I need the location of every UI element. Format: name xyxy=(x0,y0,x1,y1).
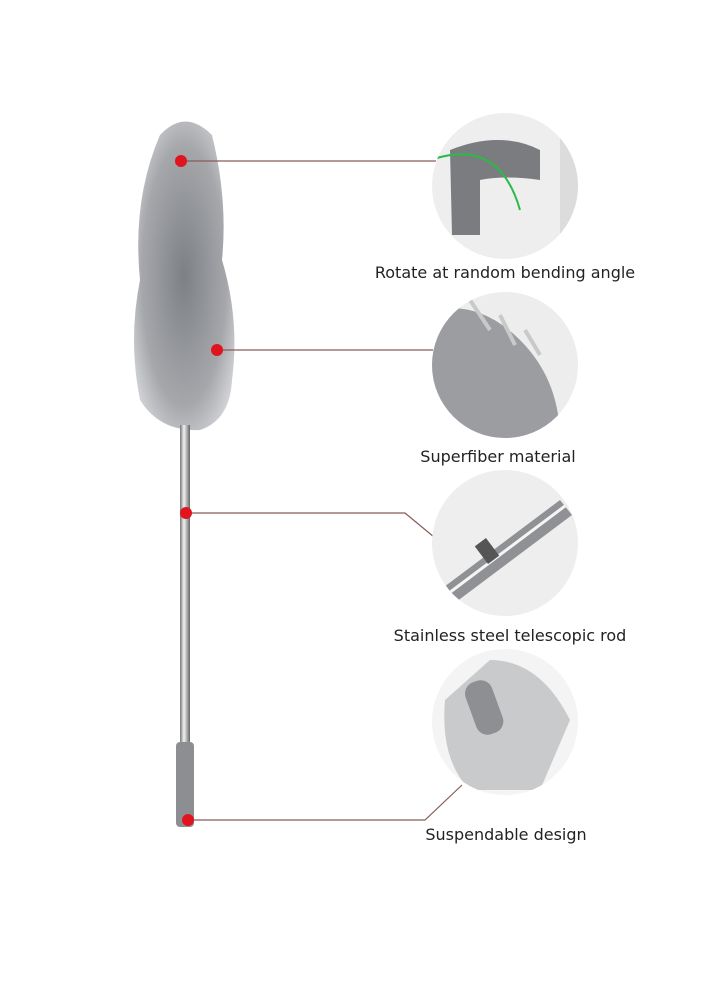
callout-dot xyxy=(180,507,192,519)
callout-dots xyxy=(175,155,223,826)
detail-photo-hanging-hole xyxy=(432,649,578,795)
callout-dot xyxy=(182,814,194,826)
duster-head xyxy=(134,121,235,431)
feature-label-rotate: Rotate at random bending angle xyxy=(374,263,636,282)
detail-photo-rotate xyxy=(432,113,578,259)
handle-grip xyxy=(176,742,194,827)
feature-label-suspendable: Suspendable design xyxy=(425,825,587,844)
detail-photo-microfiber xyxy=(432,292,578,438)
callout-dot xyxy=(175,155,187,167)
callout-dot xyxy=(211,344,223,356)
detail-photo-rod xyxy=(432,470,578,616)
feature-label-superfiber: Superfiber material xyxy=(420,447,576,466)
feature-label-telescopic-rod: Stainless steel telescopic rod xyxy=(393,626,627,645)
callout-lines xyxy=(181,160,463,821)
telescopic-rod xyxy=(180,425,190,745)
